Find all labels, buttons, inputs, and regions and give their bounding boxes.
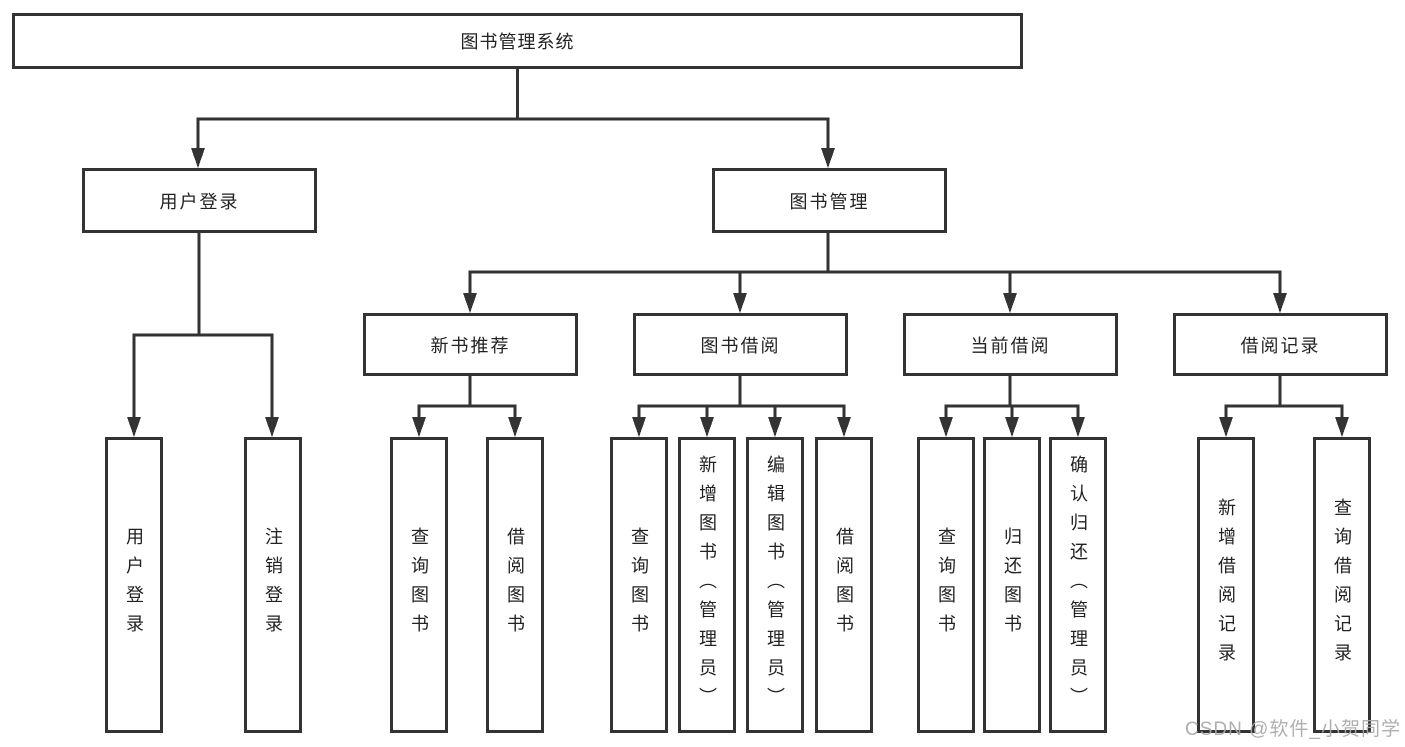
node-borrowing-edit-books-admin: 编辑图书（管理员）: [746, 437, 804, 733]
node-current-query-books-label: 查询图书: [936, 527, 956, 643]
node-recommend-borrow-books: 借阅图书: [486, 437, 544, 733]
node-root-label: 图书管理系统: [460, 32, 575, 52]
node-current-query-books: 查询图书: [917, 437, 975, 733]
node-records-add-borrow-record: 新增借阅记录: [1197, 437, 1255, 733]
node-current-confirm-return-admin: 确认归还（管理员）: [1049, 437, 1107, 733]
node-borrowing-add-books-admin-label: 新增图书（管理员）: [697, 454, 717, 716]
node-borrowing-add-books-admin: 新增图书（管理员）: [678, 437, 736, 733]
node-recommend-query-books-label: 查询图书: [409, 527, 429, 643]
node-new-book-recommendation: 新书推荐: [363, 313, 578, 376]
node-current-borrowing-label: 当前借阅: [970, 335, 1051, 356]
node-borrowing-records: 借阅记录: [1173, 313, 1388, 376]
arrowheads: [127, 148, 1349, 437]
node-book-borrowing-label: 图书借阅: [700, 335, 781, 356]
node-book-management-label: 图书管理: [789, 191, 870, 212]
node-borrowing-query-books-label: 查询图书: [629, 527, 649, 643]
node-current-return-books: 归还图书: [983, 437, 1041, 733]
node-new-book-recommendation-label: 新书推荐: [430, 335, 511, 356]
node-borrowing-edit-books-admin-label: 编辑图书（管理员）: [765, 454, 785, 716]
node-borrowing-borrow-books-label: 借阅图书: [834, 527, 854, 643]
node-user-login-label: 用户登录: [159, 191, 240, 212]
node-current-return-books-label: 归还图书: [1002, 527, 1022, 643]
node-user-login-action-label: 用户登录: [124, 527, 144, 643]
node-book-borrowing: 图书借阅: [633, 313, 848, 376]
node-user-login: 用户登录: [82, 168, 317, 233]
node-borrowing-borrow-books: 借阅图书: [815, 437, 873, 733]
node-records-query-borrow-record: 查询借阅记录: [1313, 437, 1371, 733]
node-borrowing-records-label: 借阅记录: [1240, 335, 1321, 356]
node-current-borrowing: 当前借阅: [903, 313, 1118, 376]
node-records-add-borrow-record-label: 新增借阅记录: [1216, 498, 1236, 672]
node-borrowing-query-books: 查询图书: [610, 437, 668, 733]
node-root: 图书管理系统: [12, 13, 1023, 69]
node-recommend-borrow-books-label: 借阅图书: [505, 527, 525, 643]
node-logout-action-label: 注销登录: [263, 527, 283, 643]
node-records-query-borrow-record-label: 查询借阅记录: [1332, 498, 1352, 672]
node-book-management: 图书管理: [712, 168, 947, 233]
node-user-login-action: 用户登录: [105, 437, 163, 733]
node-current-confirm-return-admin-label: 确认归还（管理员）: [1068, 454, 1088, 716]
node-logout-action: 注销登录: [244, 437, 302, 733]
watermark: CSDN @软件_小贺同学: [1185, 719, 1401, 740]
node-recommend-query-books: 查询图书: [390, 437, 448, 733]
